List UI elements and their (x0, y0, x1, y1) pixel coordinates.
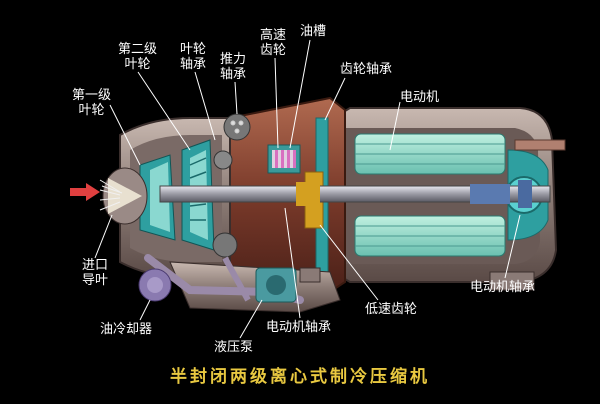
label-motor: 电动机 (400, 90, 439, 105)
label-first-stage-impeller: 第一级 叶轮 (72, 88, 111, 118)
label-oil-tank: 油槽 (300, 24, 326, 39)
label-inlet-guide-vane: 进口 导叶 (82, 258, 108, 288)
label-motor-bearing-bottom: 电动机轴承 (266, 320, 331, 335)
impeller-bearing-part (214, 151, 232, 169)
thrust-bearing-part (224, 114, 250, 140)
label-gear-bearing: 齿轮轴承 (340, 62, 392, 77)
label-hydraulic-pump: 液压泵 (214, 340, 253, 355)
shaft-gold (296, 182, 320, 206)
label-low-speed-gear: 低速齿轮 (365, 302, 417, 317)
lower-bearing (213, 233, 237, 257)
label-thrust-bearing: 推力 轴承 (220, 52, 246, 82)
inlet-guide-vane-part (100, 168, 147, 224)
label-motor-bearing-right: 电动机轴承 (470, 280, 535, 295)
terminal-box (515, 140, 565, 150)
label-second-stage-impeller: 第二级 叶轮 (118, 42, 157, 72)
shaft-end-blue (470, 180, 532, 208)
label-high-speed-gear: 高速 齿轮 (260, 28, 286, 58)
label-impeller-bearing: 叶轮 轴承 (180, 42, 206, 72)
inlet-arrow (70, 183, 100, 201)
diagram-title: 半封闭两级离心式制冷压缩机 (0, 362, 600, 387)
label-oil-cooler: 油冷却器 (100, 322, 152, 337)
hydraulic-pump-part (256, 268, 296, 302)
